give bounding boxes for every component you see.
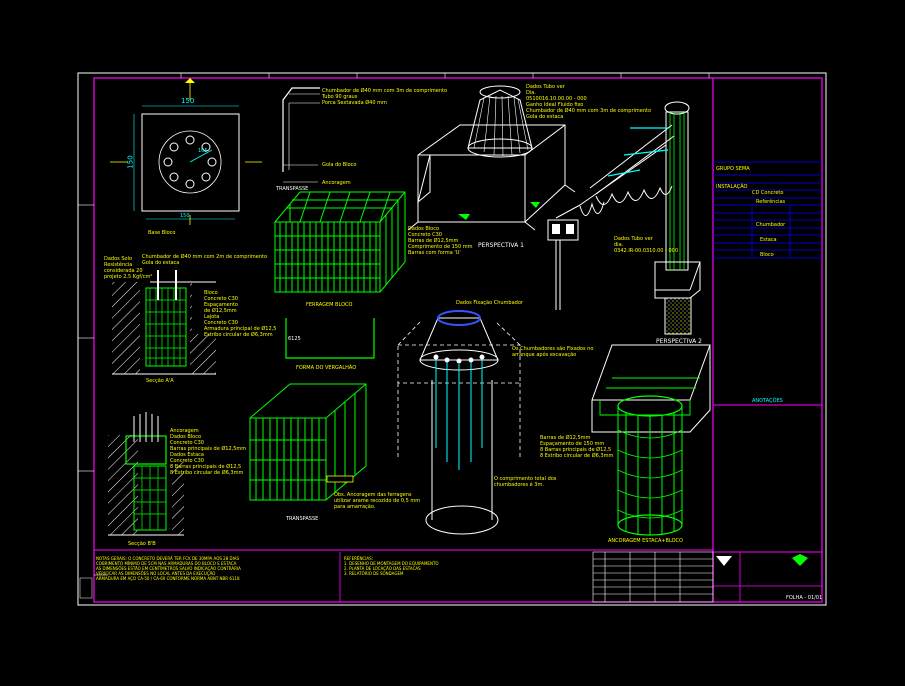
note-dados-fixacao: Dados Fixação Chumbador — [456, 300, 523, 306]
transpasse-cage — [249, 383, 367, 501]
label-forma-vergalhao: FORMA DO VERGALHÃO — [296, 365, 357, 371]
label-transpasse-lower: TRANSPASSE — [286, 516, 319, 522]
dim-r105: 105 — [198, 148, 208, 154]
title-header: Referências — [756, 199, 786, 205]
title-row1: GRUPO SEMA — [716, 166, 750, 172]
title-note: ANOTAÇÕES — [752, 398, 783, 404]
secao-bb — [108, 412, 184, 536]
perspectiva-1 — [407, 85, 576, 231]
title-sub2: Estaca — [760, 237, 777, 243]
label-ferragem-bloco: FERRAGEM BLOCO — [306, 302, 353, 308]
ferragem-bloco-cage — [274, 191, 406, 293]
note-ancoragem-top: Ancoragem — [322, 180, 351, 186]
title-sub3: Bloco — [760, 252, 774, 258]
note-chumbador-aa: Chumbador de Ø40 mm com 2m de compriment… — [142, 254, 268, 266]
label-armadura: ANCORAGEM ESTACA+BLOCO — [608, 538, 683, 544]
bottom-notes-middle: REFERÊNCIAS:1. DESENHO DE MONTAGEM DO EQ… — [344, 556, 439, 576]
label-secao-aa: Secção A'A — [146, 378, 174, 384]
label-perspectiva-1: PERSPECTIVA 1 — [478, 242, 524, 249]
revision-table — [592, 551, 714, 603]
dim-width-150: 150 — [181, 97, 195, 105]
title-block — [713, 161, 822, 259]
note-gola: Gola do Bloco — [322, 162, 357, 168]
secao-aa — [112, 270, 216, 375]
chumbador-fixacao — [397, 310, 521, 535]
label-transpasse-top: TRANSPASSE — [276, 186, 309, 192]
inner-frame — [93, 77, 823, 603]
title-row3: CD Concreto — [752, 190, 784, 196]
transpasse-detail-top — [282, 87, 320, 183]
plan-base-bloco — [110, 78, 262, 225]
dim-forma: 6125 — [288, 336, 301, 342]
title-sub1: Chumbador — [756, 222, 786, 228]
label-secao-bb: Secção B'B — [128, 541, 156, 547]
perspectiva-2 — [547, 101, 701, 335]
outer-frame — [77, 72, 827, 606]
dim-150-bottom: 150 — [180, 213, 190, 219]
label-perspectiva-2: PERSPECTIVA 2 — [656, 338, 702, 345]
armadura-estaca-bloco — [591, 344, 711, 536]
note-chumbador: Chumbador de Ø40 mm com 3m de compriment… — [322, 88, 448, 106]
ruler-ticks — [78, 73, 710, 472]
dim-height-150: 150 — [126, 155, 135, 169]
bottom-notes-left: NOTAS GERAIS: O CONCRETO DEVERÁ TER FCK … — [96, 556, 241, 581]
sheet-code: FOLHA - 01/01 — [786, 595, 823, 601]
title-row2: INSTALAÇÃO — [716, 184, 748, 190]
forma-vergalhao — [285, 318, 375, 359]
label-base-bloco: Base Bloco — [148, 230, 176, 236]
